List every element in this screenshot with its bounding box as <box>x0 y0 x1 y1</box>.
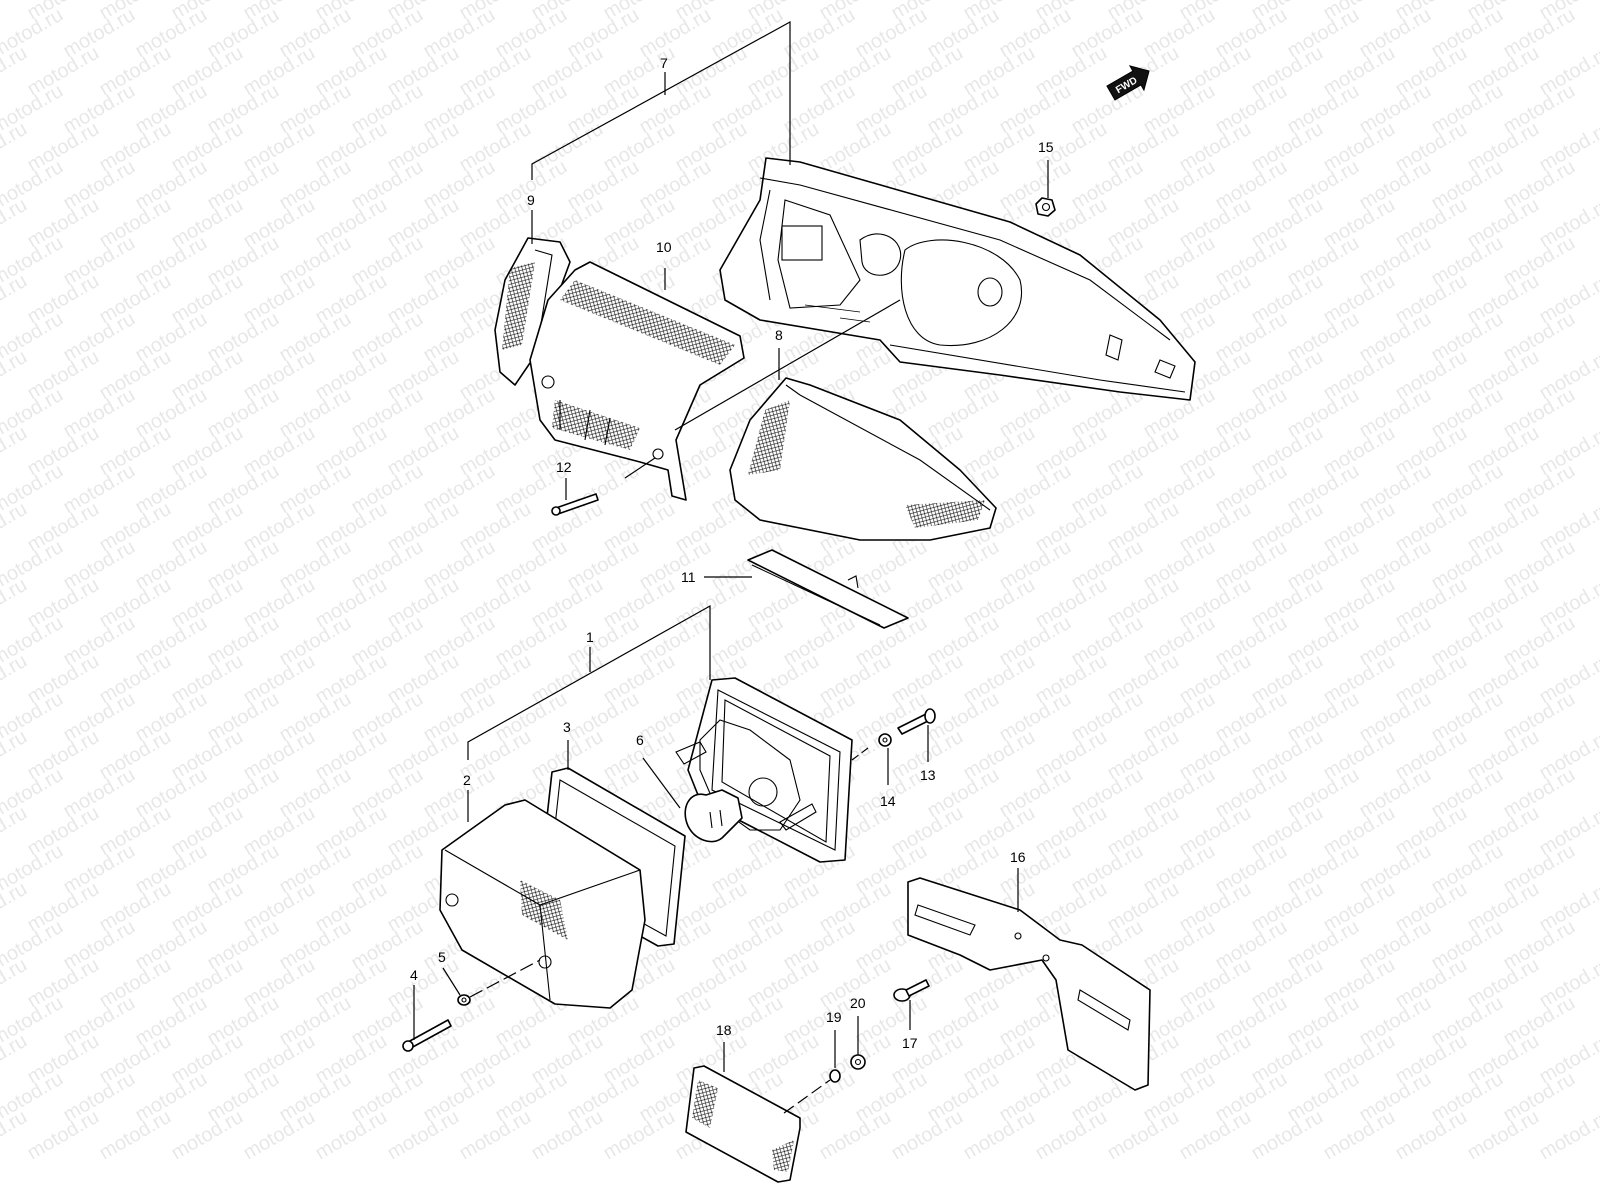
screw-4 <box>402 1019 452 1052</box>
watermark-text: motod.ru <box>1536 1106 1600 1165</box>
watermark-text: motod.ru <box>0 42 31 101</box>
callout-1: 1 <box>586 629 594 645</box>
watermark-text: motod.ru <box>0 1106 31 1165</box>
watermark-text: motod.ru <box>0 878 31 937</box>
screw-12 <box>551 493 599 516</box>
callout-20: 20 <box>850 995 866 1011</box>
bulb-6 <box>684 789 743 843</box>
callout-18: 18 <box>716 1022 732 1038</box>
callout-10: 10 <box>656 239 672 255</box>
leader-lines <box>413 20 1049 1114</box>
callout-labels: 7 9 10 8 15 12 11 1 3 6 2 13 14 16 4 5 2… <box>410 55 1054 1051</box>
callout-16: 16 <box>1010 849 1026 865</box>
license-plate-bracket-plate <box>747 549 909 629</box>
watermark-text: motod.ru <box>0 118 31 177</box>
callout-9: 9 <box>527 192 535 208</box>
callout-11: 11 <box>681 569 696 585</box>
nut-20 <box>850 1054 866 1070</box>
watermark-text: motod.ru <box>0 574 31 633</box>
washer-5 <box>457 994 471 1006</box>
turn-signal-lens-small <box>494 237 571 386</box>
watermark-text: motod.ru <box>0 650 31 709</box>
screw-13 <box>897 708 936 735</box>
callout-17: 17 <box>902 1035 918 1051</box>
watermark-text: motod.ru <box>0 270 31 329</box>
watermark-text: motod.ru <box>0 802 31 861</box>
reflector-18 <box>685 1065 801 1183</box>
washer-14 <box>878 733 892 747</box>
callout-3: 3 <box>563 719 571 735</box>
callout-12: 12 <box>556 459 572 475</box>
watermark-text: motod.ru <box>0 194 31 253</box>
washer-19 <box>829 1069 841 1083</box>
license-bracket-16 <box>907 877 1151 1091</box>
callout-19: 19 <box>826 1009 842 1025</box>
callout-7: 7 <box>660 55 668 71</box>
screw-17 <box>893 979 930 1002</box>
rear-cowl-housing <box>719 157 1196 401</box>
callout-6: 6 <box>636 732 644 748</box>
callout-5: 5 <box>438 949 446 965</box>
tail-lamp-lens-2 <box>439 799 646 1009</box>
watermark-text: motod.ru <box>0 498 31 557</box>
watermark-text: motod.ru <box>0 1030 31 1089</box>
turn-signal-lens-left <box>529 261 745 501</box>
tail-lamp-housing <box>675 677 853 863</box>
callout-2: 2 <box>463 772 471 788</box>
callout-4: 4 <box>410 967 418 983</box>
nut-15 <box>1035 197 1056 217</box>
watermark-text: motod.ru <box>0 422 31 481</box>
turn-signal-lens-right <box>729 377 997 541</box>
callout-8: 8 <box>775 327 783 343</box>
callout-14: 14 <box>880 793 896 809</box>
watermark-text: motod.ru <box>0 954 31 1013</box>
watermark-text: motod.ru <box>0 726 31 785</box>
callout-15: 15 <box>1038 139 1054 155</box>
watermark-text: motod.ru <box>0 346 31 405</box>
callout-13: 13 <box>920 767 936 783</box>
